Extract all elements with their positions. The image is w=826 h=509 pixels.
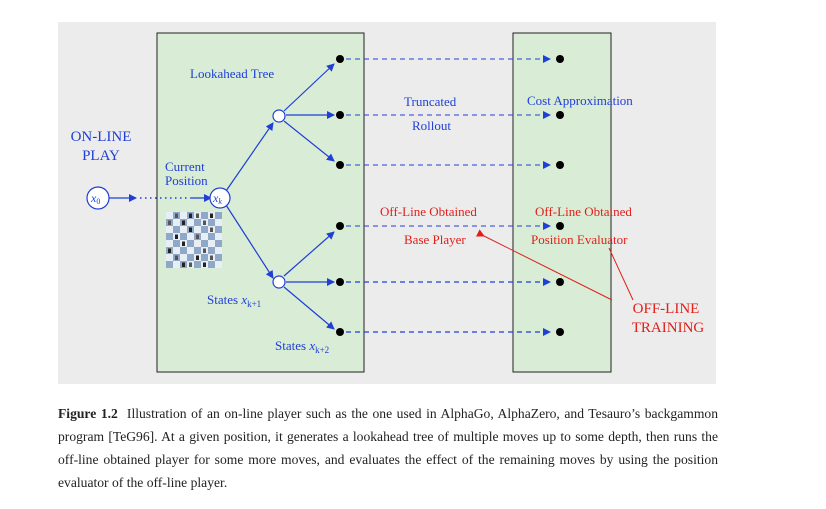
evaluator-box xyxy=(512,32,612,373)
node-xk xyxy=(209,187,231,209)
current-position-label-2: Position xyxy=(165,173,208,188)
offline-obtained-label-1: Off-Line Obtained xyxy=(380,204,477,219)
chess-board-image xyxy=(166,212,222,268)
lookahead-box xyxy=(156,32,365,373)
offline-obtained-label-2: Off-Line Obtained xyxy=(535,204,632,219)
leaf-nodes-left xyxy=(336,55,344,336)
edge-l3 xyxy=(283,286,335,330)
red-line-evaluator xyxy=(608,247,634,301)
figure-caption: Figure 1.2 Illustration of an on-line pl… xyxy=(58,402,718,494)
caption-label: Figure 1.2 xyxy=(58,406,118,421)
red-line-base xyxy=(475,229,613,301)
lookahead-tree-label: Lookahead Tree xyxy=(190,66,274,81)
edge-u1 xyxy=(283,63,335,112)
online-play-label-2: PLAY xyxy=(82,148,120,164)
x0-label: x0 xyxy=(90,191,100,206)
edge-xk-upper xyxy=(225,122,274,192)
offline-training-label-2: TRAINING xyxy=(632,320,705,336)
caption-text: Illustration of an on-line player such a… xyxy=(58,406,718,490)
position-evaluator-label: Position Evaluator xyxy=(531,232,628,247)
online-play-label-1: ON-LINE xyxy=(71,129,132,145)
rollout-label: Rollout xyxy=(412,118,451,133)
node-x0 xyxy=(86,186,110,210)
xk-label: xk xyxy=(212,191,222,206)
states-k2-label: States xk+2 xyxy=(275,338,329,355)
edge-xk-lower xyxy=(225,204,274,279)
leaf-nodes-right xyxy=(556,55,564,336)
node-lower xyxy=(272,275,286,289)
base-player-label: Base Player xyxy=(404,232,466,247)
node-upper xyxy=(272,109,286,123)
truncated-label: Truncated xyxy=(404,94,457,109)
states-k1-label: States xk+1 xyxy=(207,292,261,309)
offline-training-label-1: OFF-LINE xyxy=(633,301,700,317)
edge-l1 xyxy=(283,231,335,277)
current-position-label-1: Current xyxy=(165,159,205,174)
edge-u3 xyxy=(283,120,335,162)
cost-approximation-label: Cost Approximation xyxy=(527,93,633,108)
